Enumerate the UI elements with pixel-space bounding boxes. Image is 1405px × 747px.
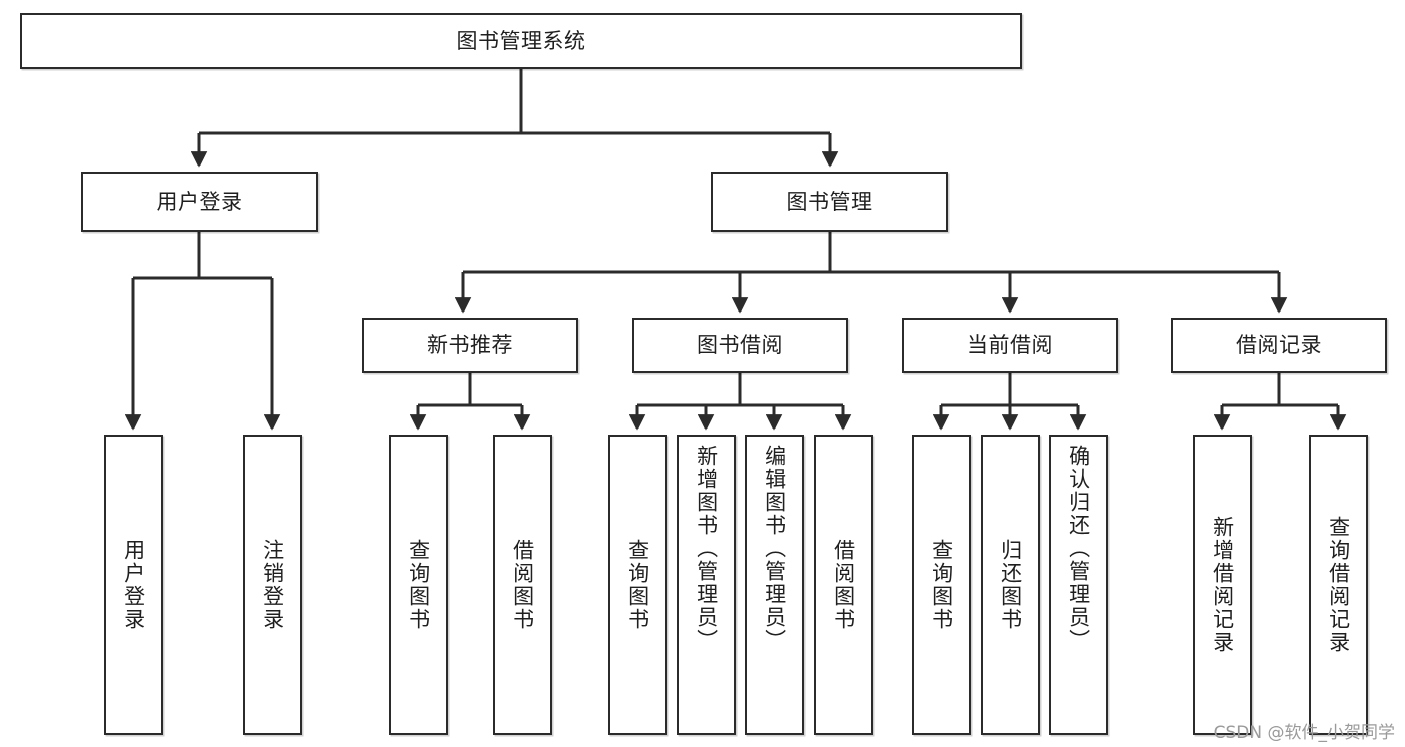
node-current-borrow[interactable]: 当前借阅 [902,318,1118,373]
node-user-login[interactable]: 用户登录 [81,172,318,232]
node-book-management[interactable]: 图书管理 [711,172,948,232]
leaf-current-confirm-return[interactable]: 确认归还（管理员） [1049,435,1108,735]
node-book-borrow-label: 图书借阅 [697,333,783,358]
leaf-user-login-signin-label: 用户登录 [121,539,146,631]
leaf-user-login-signin[interactable]: 用户登录 [104,435,163,735]
node-book-management-label: 图书管理 [786,189,873,214]
leaf-borrow-query-book[interactable]: 查询图书 [608,435,667,735]
node-new-book-recommend-label: 新书推荐 [427,333,513,358]
leaf-borrow-add-book-label: 新增图书（管理员） [694,445,719,652]
leaf-new-book-borrow-label: 借阅图书 [510,539,535,631]
leaf-new-book-borrow[interactable]: 借阅图书 [493,435,552,735]
leaf-current-query-book[interactable]: 查询图书 [912,435,971,735]
leaf-borrow-edit-book[interactable]: 编辑图书（管理员） [745,435,804,735]
leaf-borrow-add-book[interactable]: 新增图书（管理员） [677,435,736,735]
leaf-current-return-book[interactable]: 归还图书 [981,435,1040,735]
leaf-user-login-signout-label: 注销登录 [260,539,285,631]
leaf-new-book-query[interactable]: 查询图书 [389,435,448,735]
node-book-borrow[interactable]: 图书借阅 [632,318,848,373]
leaf-borrow-borrow-book-label: 借阅图书 [831,539,856,631]
node-root-system-label: 图书管理系统 [456,28,586,53]
leaf-borrow-borrow-book[interactable]: 借阅图书 [814,435,873,735]
leaf-borrow-edit-book-label: 编辑图书（管理员） [762,445,787,652]
leaf-current-confirm-return-label: 确认归还（管理员） [1066,445,1091,652]
leaf-new-book-query-label: 查询图书 [406,539,431,631]
leaf-record-add-label: 新增借阅记录 [1210,516,1235,654]
node-borrow-record[interactable]: 借阅记录 [1171,318,1387,373]
leaf-user-login-signout[interactable]: 注销登录 [243,435,302,735]
leaf-current-query-book-label: 查询图书 [929,539,954,631]
node-borrow-record-label: 借阅记录 [1236,333,1322,358]
leaf-record-query[interactable]: 查询借阅记录 [1309,435,1368,735]
node-current-borrow-label: 当前借阅 [967,333,1053,358]
node-root-system[interactable]: 图书管理系统 [20,13,1022,69]
node-new-book-recommend[interactable]: 新书推荐 [362,318,578,373]
csdn-watermark: CSDN @软件_小贺同学 [1213,723,1395,743]
leaf-record-query-label: 查询借阅记录 [1326,516,1351,654]
leaf-current-return-book-label: 归还图书 [998,539,1023,631]
node-user-login-label: 用户登录 [156,189,243,214]
leaf-record-add[interactable]: 新增借阅记录 [1193,435,1252,735]
leaf-borrow-query-book-label: 查询图书 [625,539,650,631]
